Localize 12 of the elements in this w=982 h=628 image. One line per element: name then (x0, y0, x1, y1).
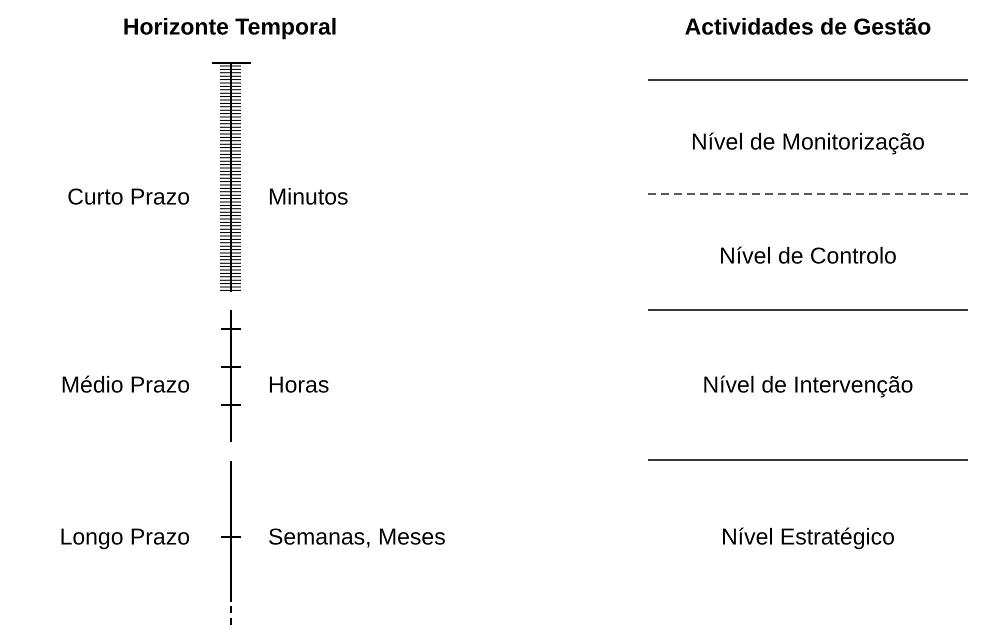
scale-label: Minutos (268, 184, 349, 210)
scale-label: Nível de Intervenção (702, 372, 914, 398)
scale-label: Horas (268, 372, 330, 398)
scale-label: Semanas, Meses (268, 524, 446, 550)
scale-label: Nível Estratégico (721, 524, 895, 550)
scale-label: Nível de Monitorização (691, 128, 925, 156)
scale-label: Curto Prazo (67, 184, 190, 210)
column-heading: Horizonte Temporal (122, 14, 338, 40)
scale-label: Nível de Controlo (719, 242, 897, 270)
column-heading: Actividades de Gestão (684, 14, 932, 40)
scale-label: Médio Prazo (60, 372, 190, 398)
scale-label: Longo Prazo (60, 524, 190, 550)
